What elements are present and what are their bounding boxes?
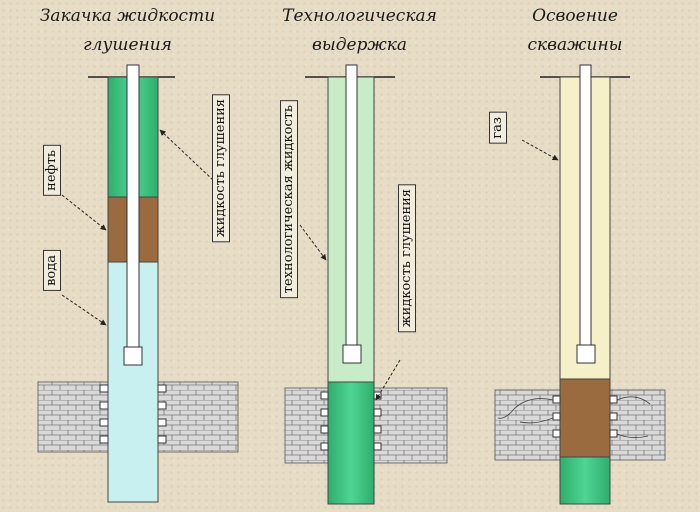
label-kill-fluid-2: жидкость глушения [398,184,416,333]
casing-kill-fluid-zone-2 [327,381,375,505]
cracks-3 [497,396,651,439]
arrow-tech-fluid [299,224,327,261]
well-development [494,64,666,505]
perforations-3 [552,395,618,438]
arrow-kill-fluid-1 [159,129,214,181]
tubing-shoe-3 [576,344,596,364]
perforations-1 [99,384,167,444]
arrow-kill-fluid-2 [375,359,401,401]
arrow-oil [61,194,107,231]
tubing-1 [126,64,140,348]
tubing-shoe-2 [342,344,362,364]
arrow-gas [521,139,559,161]
title-technological-pause: Технологическая выдержка [282,6,437,55]
perforations-2 [320,391,382,451]
title-well-development: Освоение скважины [527,6,623,55]
label-kill-fluid-1: жидкость глушения [212,94,230,243]
casing-kill-fluid-zone-3 [559,456,611,505]
tubing-shoe-1 [123,346,143,366]
well-technological-pause [284,64,448,505]
label-water: вода [43,250,61,291]
well-kill-fluid-injection [37,64,239,503]
arrow-water [61,294,107,326]
label-gas: газ [489,112,507,144]
label-oil: нефть [43,145,61,196]
casing-oil-zone-3 [559,378,611,458]
tubing-2 [345,64,358,346]
title-kill-fluid-injection: Закачка жидкости глушения [39,6,216,55]
tubing-3 [579,64,592,346]
label-tech-fluid: технологическая жидкость [280,100,298,299]
